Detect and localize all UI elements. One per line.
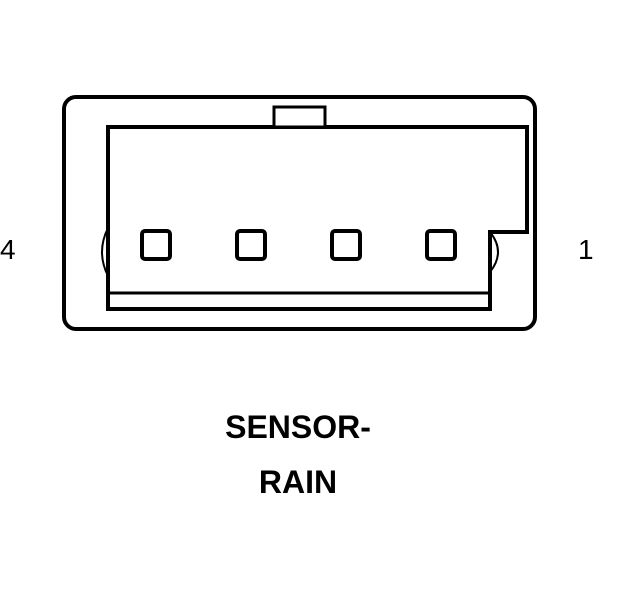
connector-body — [106, 125, 529, 311]
pin-cavity-2 — [330, 229, 362, 261]
key-tab — [272, 105, 327, 129]
pin-cavities — [140, 229, 457, 261]
pin-label-right: 1 — [578, 234, 594, 265]
component-name-line-2: RAIN — [258, 464, 338, 500]
pin-cavity-1 — [425, 229, 457, 261]
component-name-line-1: SENSOR- — [225, 409, 371, 445]
pin-cavity-3 — [235, 229, 267, 261]
pin-label-left: 4 — [0, 234, 16, 265]
pin-cavity-4 — [140, 229, 172, 261]
right-latch-arc — [489, 231, 499, 273]
